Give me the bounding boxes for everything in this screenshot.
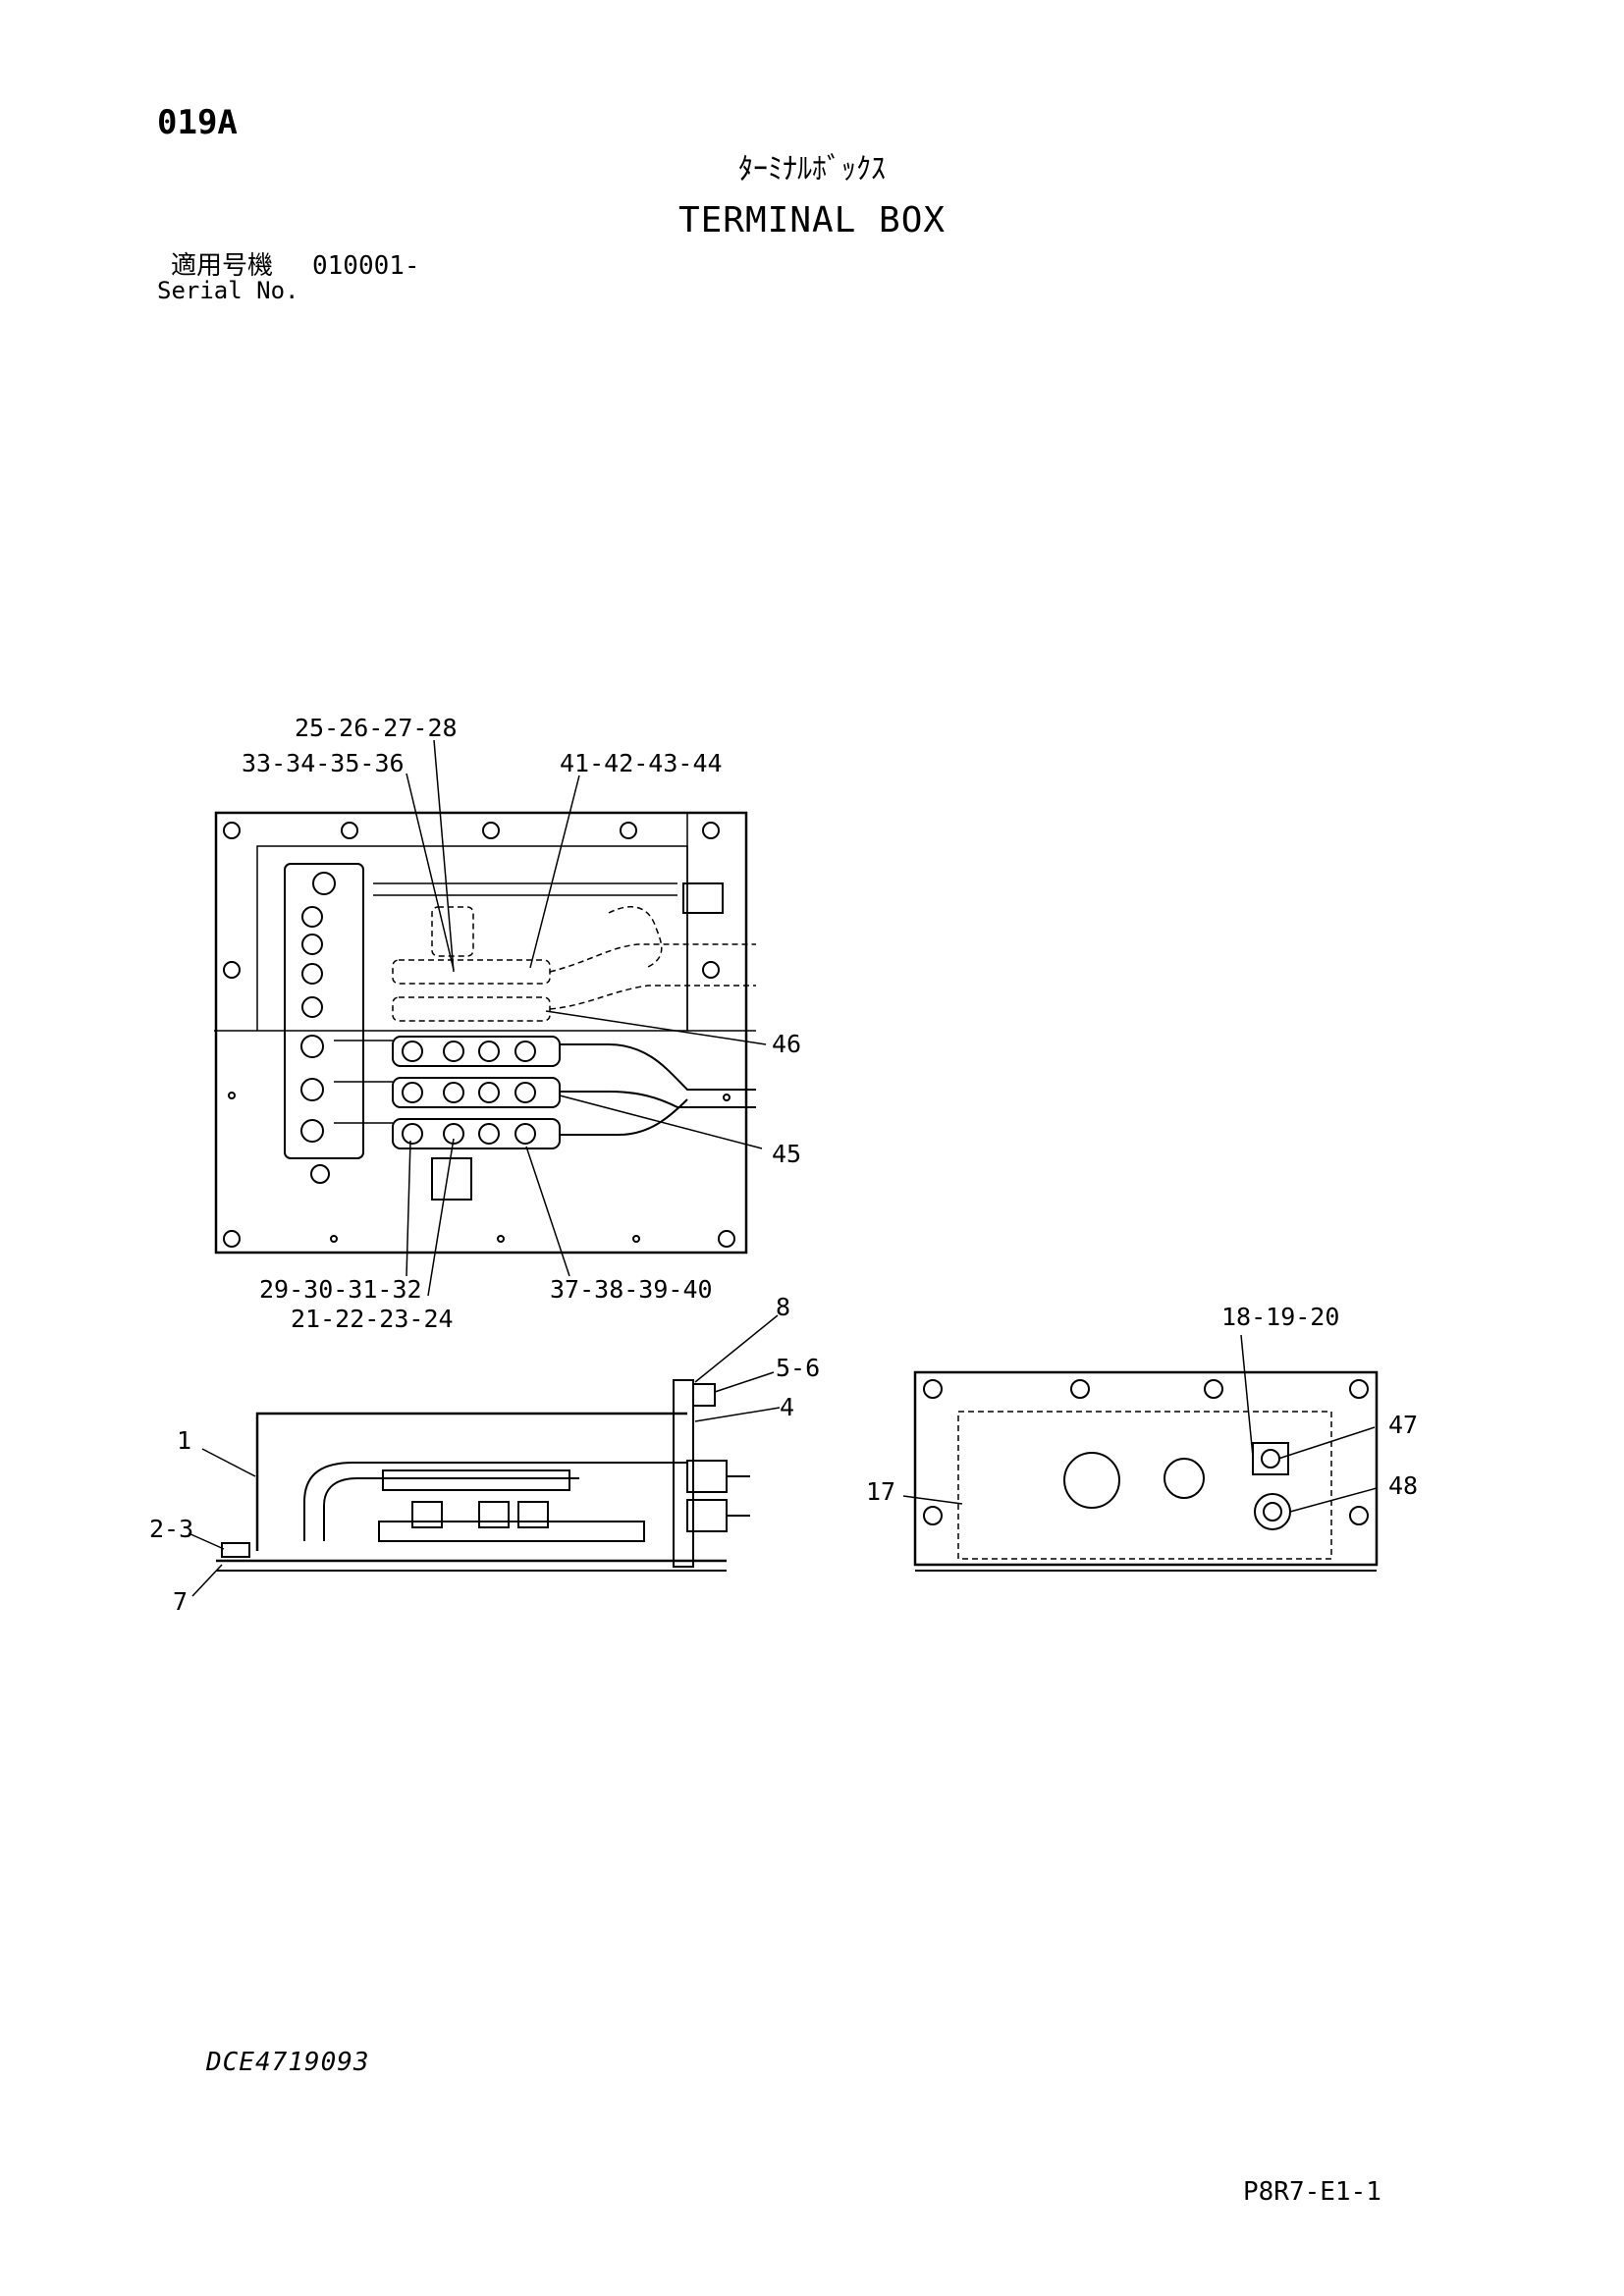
callout-47: 47 — [1388, 1411, 1418, 1439]
callout-5-6: 5-6 — [776, 1354, 820, 1382]
side-view-bolt-top — [692, 1383, 716, 1407]
top-view — [214, 811, 756, 1255]
callout-33-36: 33-34-35-36 — [242, 749, 405, 777]
serial-label-english: Serial No. — [157, 277, 299, 304]
serial-label-japanese: 適用号機 — [171, 251, 274, 281]
drawing-number: DCE4719093 — [206, 2048, 370, 2077]
front-view-gland-small — [1164, 1458, 1205, 1499]
callout-48: 48 — [1388, 1471, 1418, 1500]
page-reference: P8R7-E1-1 — [1243, 2177, 1381, 2207]
front-view-holes — [923, 1379, 1369, 1525]
connector-rows — [392, 1036, 756, 1201]
callout-17: 17 — [866, 1477, 895, 1506]
callout-1: 1 — [177, 1426, 191, 1455]
callout-45: 45 — [772, 1140, 801, 1168]
cable-gland — [682, 882, 724, 914]
side-view — [216, 1379, 750, 1572]
callout-4: 4 — [780, 1393, 794, 1421]
bottom-clamp — [431, 1157, 472, 1201]
title-english: TERMINAL BOX — [677, 200, 947, 240]
mounting-holes — [223, 822, 735, 1248]
front-view-gland-large — [1063, 1452, 1120, 1509]
callout-21-24: 21-22-23-24 — [291, 1305, 454, 1333]
hidden-connector-rows — [392, 906, 756, 1022]
side-view-cover — [255, 1412, 687, 1551]
callout-29-32: 29-30-31-32 — [259, 1275, 422, 1304]
side-view-bracket — [673, 1379, 694, 1568]
front-view-connector-47 — [1252, 1442, 1289, 1475]
page-code: 019A — [157, 103, 238, 142]
callout-37-40: 37-38-39-40 — [550, 1275, 713, 1304]
callout-8: 8 — [776, 1293, 790, 1321]
terminal-strip-plate — [284, 863, 364, 1159]
front-view-hidden-outline — [957, 1411, 1332, 1560]
top-view-outer-frame — [214, 811, 748, 1255]
callout-46: 46 — [772, 1030, 801, 1058]
side-view-harness — [303, 1460, 750, 1542]
front-view — [913, 1370, 1379, 1572]
callout-2-3: 2-3 — [149, 1515, 193, 1543]
front-view-frame — [913, 1370, 1379, 1567]
serial-value: 010001- — [312, 251, 420, 281]
front-view-connector-48 — [1254, 1493, 1291, 1530]
side-view-foot-left — [221, 1542, 250, 1558]
title-japanese: ﾀｰﾐﾅﾙﾎﾞｯｸｽ — [738, 152, 886, 187]
terminal-screws — [300, 872, 336, 1184]
callout-18-20: 18-19-20 — [1221, 1303, 1339, 1331]
callout-41-44: 41-42-43-44 — [560, 749, 723, 777]
leader-lines — [188, 739, 1378, 1597]
callout-25-28: 25-26-27-28 — [295, 714, 458, 742]
callout-7: 7 — [173, 1587, 188, 1616]
